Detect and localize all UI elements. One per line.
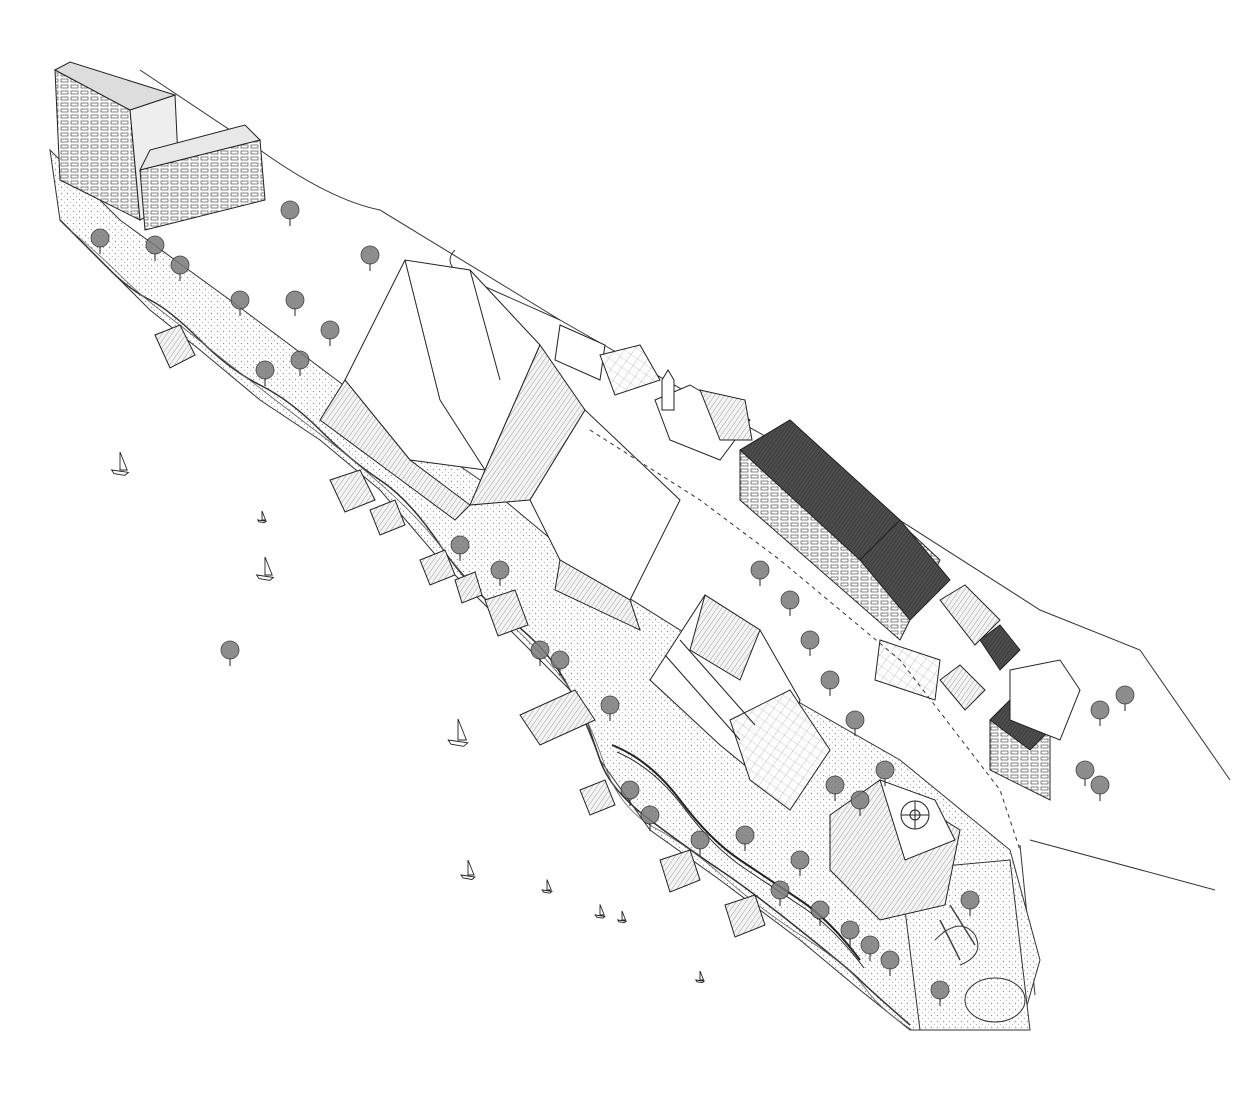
tree-icon xyxy=(930,980,950,1006)
pergola-icon xyxy=(369,499,406,536)
tree-icon xyxy=(800,630,820,656)
tree-icon xyxy=(285,290,305,316)
tree-icon xyxy=(735,825,755,851)
market-hall xyxy=(649,594,831,811)
tree-icon xyxy=(220,640,240,666)
pergola-icon xyxy=(419,549,456,586)
tree-icon xyxy=(875,760,895,786)
tree-icon xyxy=(840,920,860,946)
concert-hall xyxy=(319,259,681,631)
pavilion-building xyxy=(829,779,961,921)
tree-icon xyxy=(320,320,340,346)
tree-icon xyxy=(770,880,790,906)
tree-icon xyxy=(790,850,810,876)
pergola-icon xyxy=(724,894,766,938)
tree-icon xyxy=(255,360,275,386)
residential-block-north xyxy=(739,419,951,641)
tree-icon xyxy=(450,535,470,561)
tree-icon xyxy=(860,935,880,961)
tree-icon xyxy=(825,775,845,801)
tree-icon xyxy=(1115,685,1135,711)
sailboat-icon xyxy=(594,904,606,919)
sailboats xyxy=(110,451,706,984)
pergola-icon xyxy=(454,571,483,604)
tree-icon xyxy=(145,235,165,261)
sailboat-icon xyxy=(447,718,469,747)
church xyxy=(654,369,753,461)
sailboat-icon xyxy=(110,451,130,476)
pergola-icon xyxy=(329,469,376,513)
tree-icon xyxy=(820,670,840,696)
tree-icon xyxy=(750,560,770,586)
pergola-icon xyxy=(519,689,596,746)
tree-icon xyxy=(780,590,800,616)
annex-building xyxy=(554,324,661,396)
tree-icon xyxy=(960,890,980,916)
pergola-icon xyxy=(154,324,196,369)
sailboat-icon xyxy=(255,556,275,581)
tree-icon xyxy=(290,350,310,376)
tree-icon xyxy=(530,640,550,666)
trees xyxy=(90,200,1135,1006)
small-buildings-east xyxy=(874,584,1081,741)
sailboat-icon xyxy=(541,879,553,894)
tree-icon xyxy=(490,560,510,586)
sailboat-icon xyxy=(616,910,628,924)
pergola-icon xyxy=(579,779,616,816)
waterfront-pavilions xyxy=(154,324,766,938)
tree-icon xyxy=(1090,775,1110,801)
tree-icon xyxy=(690,830,710,856)
tree-icon xyxy=(620,780,640,806)
road-centerline xyxy=(589,429,1021,851)
tree-icon xyxy=(360,245,380,271)
pergola-icon xyxy=(659,849,701,893)
tree-icon xyxy=(170,255,190,281)
pergola-icon xyxy=(484,589,529,637)
tree-icon xyxy=(230,290,250,316)
tree-icon xyxy=(600,695,620,721)
tree-icon xyxy=(880,950,900,976)
sailboat-icon xyxy=(694,970,706,984)
tree-icon xyxy=(850,790,870,816)
hotel-building xyxy=(53,61,266,231)
tree-icon xyxy=(1090,700,1110,726)
tree-icon xyxy=(1075,760,1095,786)
tree-icon xyxy=(845,710,865,736)
tree-icon xyxy=(90,228,110,254)
tree-icon xyxy=(280,200,300,226)
tree-icon xyxy=(640,805,660,831)
tree-icon xyxy=(810,900,830,926)
tree-icon xyxy=(550,650,570,676)
sailboat-icon xyxy=(256,510,268,524)
sailboat-icon xyxy=(460,859,477,880)
